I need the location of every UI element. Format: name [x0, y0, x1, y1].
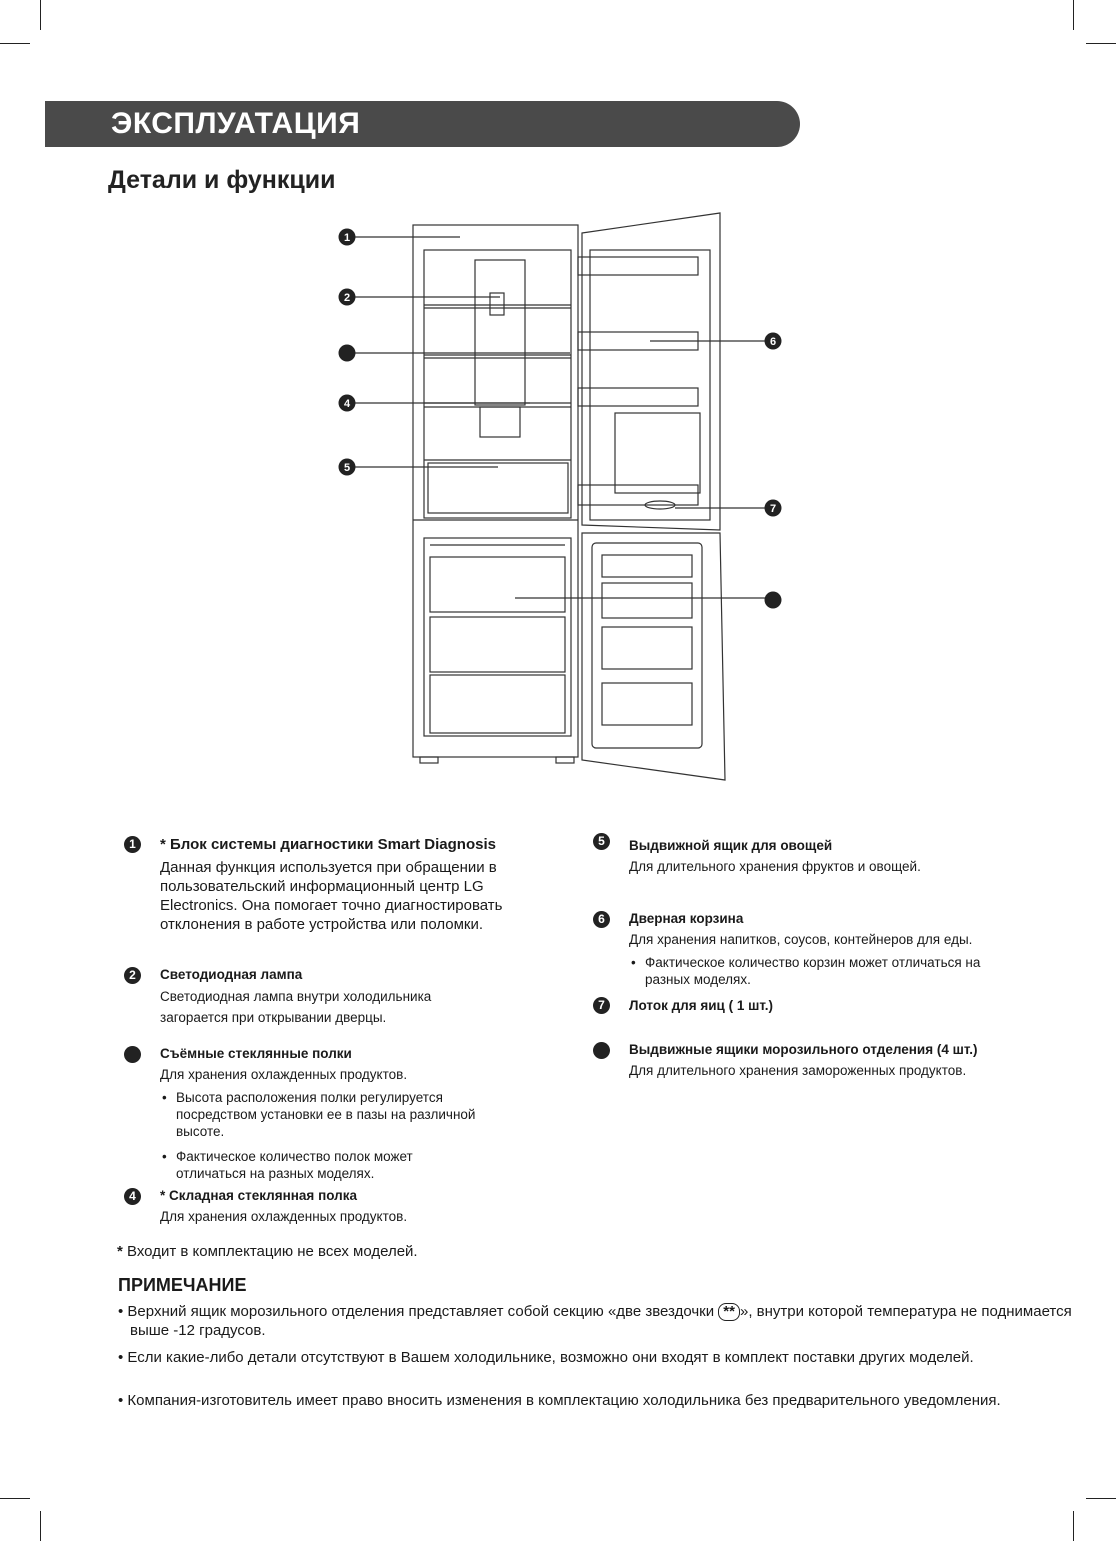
item-number: 2 — [124, 967, 141, 984]
crop-mark — [40, 0, 41, 30]
note-item: • Компания-изготовитель имеет право внос… — [118, 1392, 1001, 1409]
item-folding-shelf: * Складная стеклянная полка Для хранения… — [160, 1188, 540, 1226]
note-text: », внутри которой температура не поднима… — [130, 1303, 1072, 1339]
item-number — [593, 1042, 610, 1059]
item-desc: Для длительного хранения замороженных пр… — [629, 1063, 967, 1078]
callout-markers — [338, 228, 782, 609]
footnote-star: * — [117, 1243, 123, 1260]
item-title: Светодиодная лампа — [160, 967, 303, 982]
item-title: Лоток для яиц ( 1 шт.) — [629, 998, 773, 1013]
item-egg-tray: Лоток для яиц ( 1 шт.) — [629, 998, 1029, 1013]
bullet-item: Фактическое количество полок может отлич… — [160, 1148, 466, 1182]
item-freezer-drawers: Выдвижные ящики морозильного отделения (… — [629, 1042, 1049, 1080]
crop-mark — [0, 43, 30, 44]
bullet-item: Фактическое количество корзин может отли… — [629, 954, 1005, 988]
banner-title: ЭКСПЛУАТАЦИЯ — [111, 107, 361, 140]
fridge-diagram: 1 2 4 5 6 7 — [338, 212, 782, 781]
item-desc: Данная функция используется при обращени… — [160, 859, 503, 933]
item-glass-shelves: Съёмные стеклянные полки Для хранения ох… — [160, 1046, 540, 1182]
item-desc: Для хранения напитков, соусов, контейнер… — [629, 932, 973, 947]
footnote: * Входит в комплектацию не всех моделей. — [117, 1243, 418, 1260]
item-desc: Для длительного хранения фруктов и овоще… — [629, 859, 921, 874]
item-vegetable-drawer: Выдвижной ящик для овощей Для длительног… — [629, 838, 1029, 876]
page-subtitle: Детали и функции — [108, 166, 336, 194]
crop-mark — [1086, 43, 1116, 44]
callout-label: 7 — [770, 503, 776, 515]
item-title: * Блок системы диагностики Smart Diagnos… — [160, 836, 496, 853]
crop-mark — [1073, 1511, 1074, 1541]
crop-mark — [40, 1511, 41, 1541]
item-number: 6 — [593, 911, 610, 928]
item-title: Выдвижной ящик для овощей — [629, 838, 833, 853]
item-title: Дверная корзина — [629, 911, 744, 926]
item-number: 7 — [593, 997, 610, 1014]
note-text: Если какие-либо детали отсутствуют в Ваш… — [127, 1349, 974, 1366]
note-text: Верхний ящик морозильного отделения пред… — [127, 1303, 719, 1320]
item-number — [124, 1046, 141, 1063]
item-title: Съёмные стеклянные полки — [160, 1046, 352, 1061]
callout-label: 5 — [344, 462, 350, 474]
item-title: * Складная стеклянная полка — [160, 1188, 357, 1203]
item-desc: Для хранения охлажденных продуктов. — [160, 1067, 408, 1082]
footnote-text: Входит в комплектацию не всех моделей. — [122, 1243, 418, 1260]
callout-label: 6 — [770, 336, 776, 348]
item-door-basket: Дверная корзина Для хранения напитков, с… — [629, 911, 1029, 988]
note-text: Компания-изготовитель имеет право вносит… — [127, 1392, 1001, 1409]
callout-label: 1 — [344, 232, 350, 244]
crop-mark — [1086, 1498, 1116, 1499]
callout-label: 4 — [344, 398, 351, 410]
two-stars-icon: ** — [718, 1303, 740, 1321]
section-banner: ЭКСПЛУАТАЦИЯ — [45, 101, 800, 147]
item-title: Выдвижные ящики морозильного отделения (… — [629, 1042, 978, 1057]
item-smart-diagnosis: * Блок системы диагностики Smart Diagnos… — [160, 836, 540, 934]
item-number: 1 — [124, 836, 141, 853]
note-item: • Если какие-либо детали отсутствуют в В… — [118, 1349, 974, 1366]
item-number: 4 — [124, 1188, 141, 1205]
item-number: 5 — [593, 833, 610, 850]
item-led-lamp: Светодиодная лампа Светодиодная лампа вн… — [160, 967, 540, 1028]
callout-label: 2 — [344, 292, 350, 304]
bullet-item: Высота расположения полки регулируется п… — [160, 1089, 486, 1140]
item-desc: Светодиодная лампа внутри холодильника з… — [160, 989, 432, 1025]
crop-mark — [1073, 0, 1074, 30]
note-heading: ПРИМЕЧАНИЕ — [118, 1275, 247, 1295]
crop-mark — [0, 1498, 30, 1499]
note-item: • Верхний ящик морозильного отделения пр… — [118, 1303, 1072, 1339]
item-desc: Для хранения охлажденных продуктов. — [160, 1209, 408, 1224]
